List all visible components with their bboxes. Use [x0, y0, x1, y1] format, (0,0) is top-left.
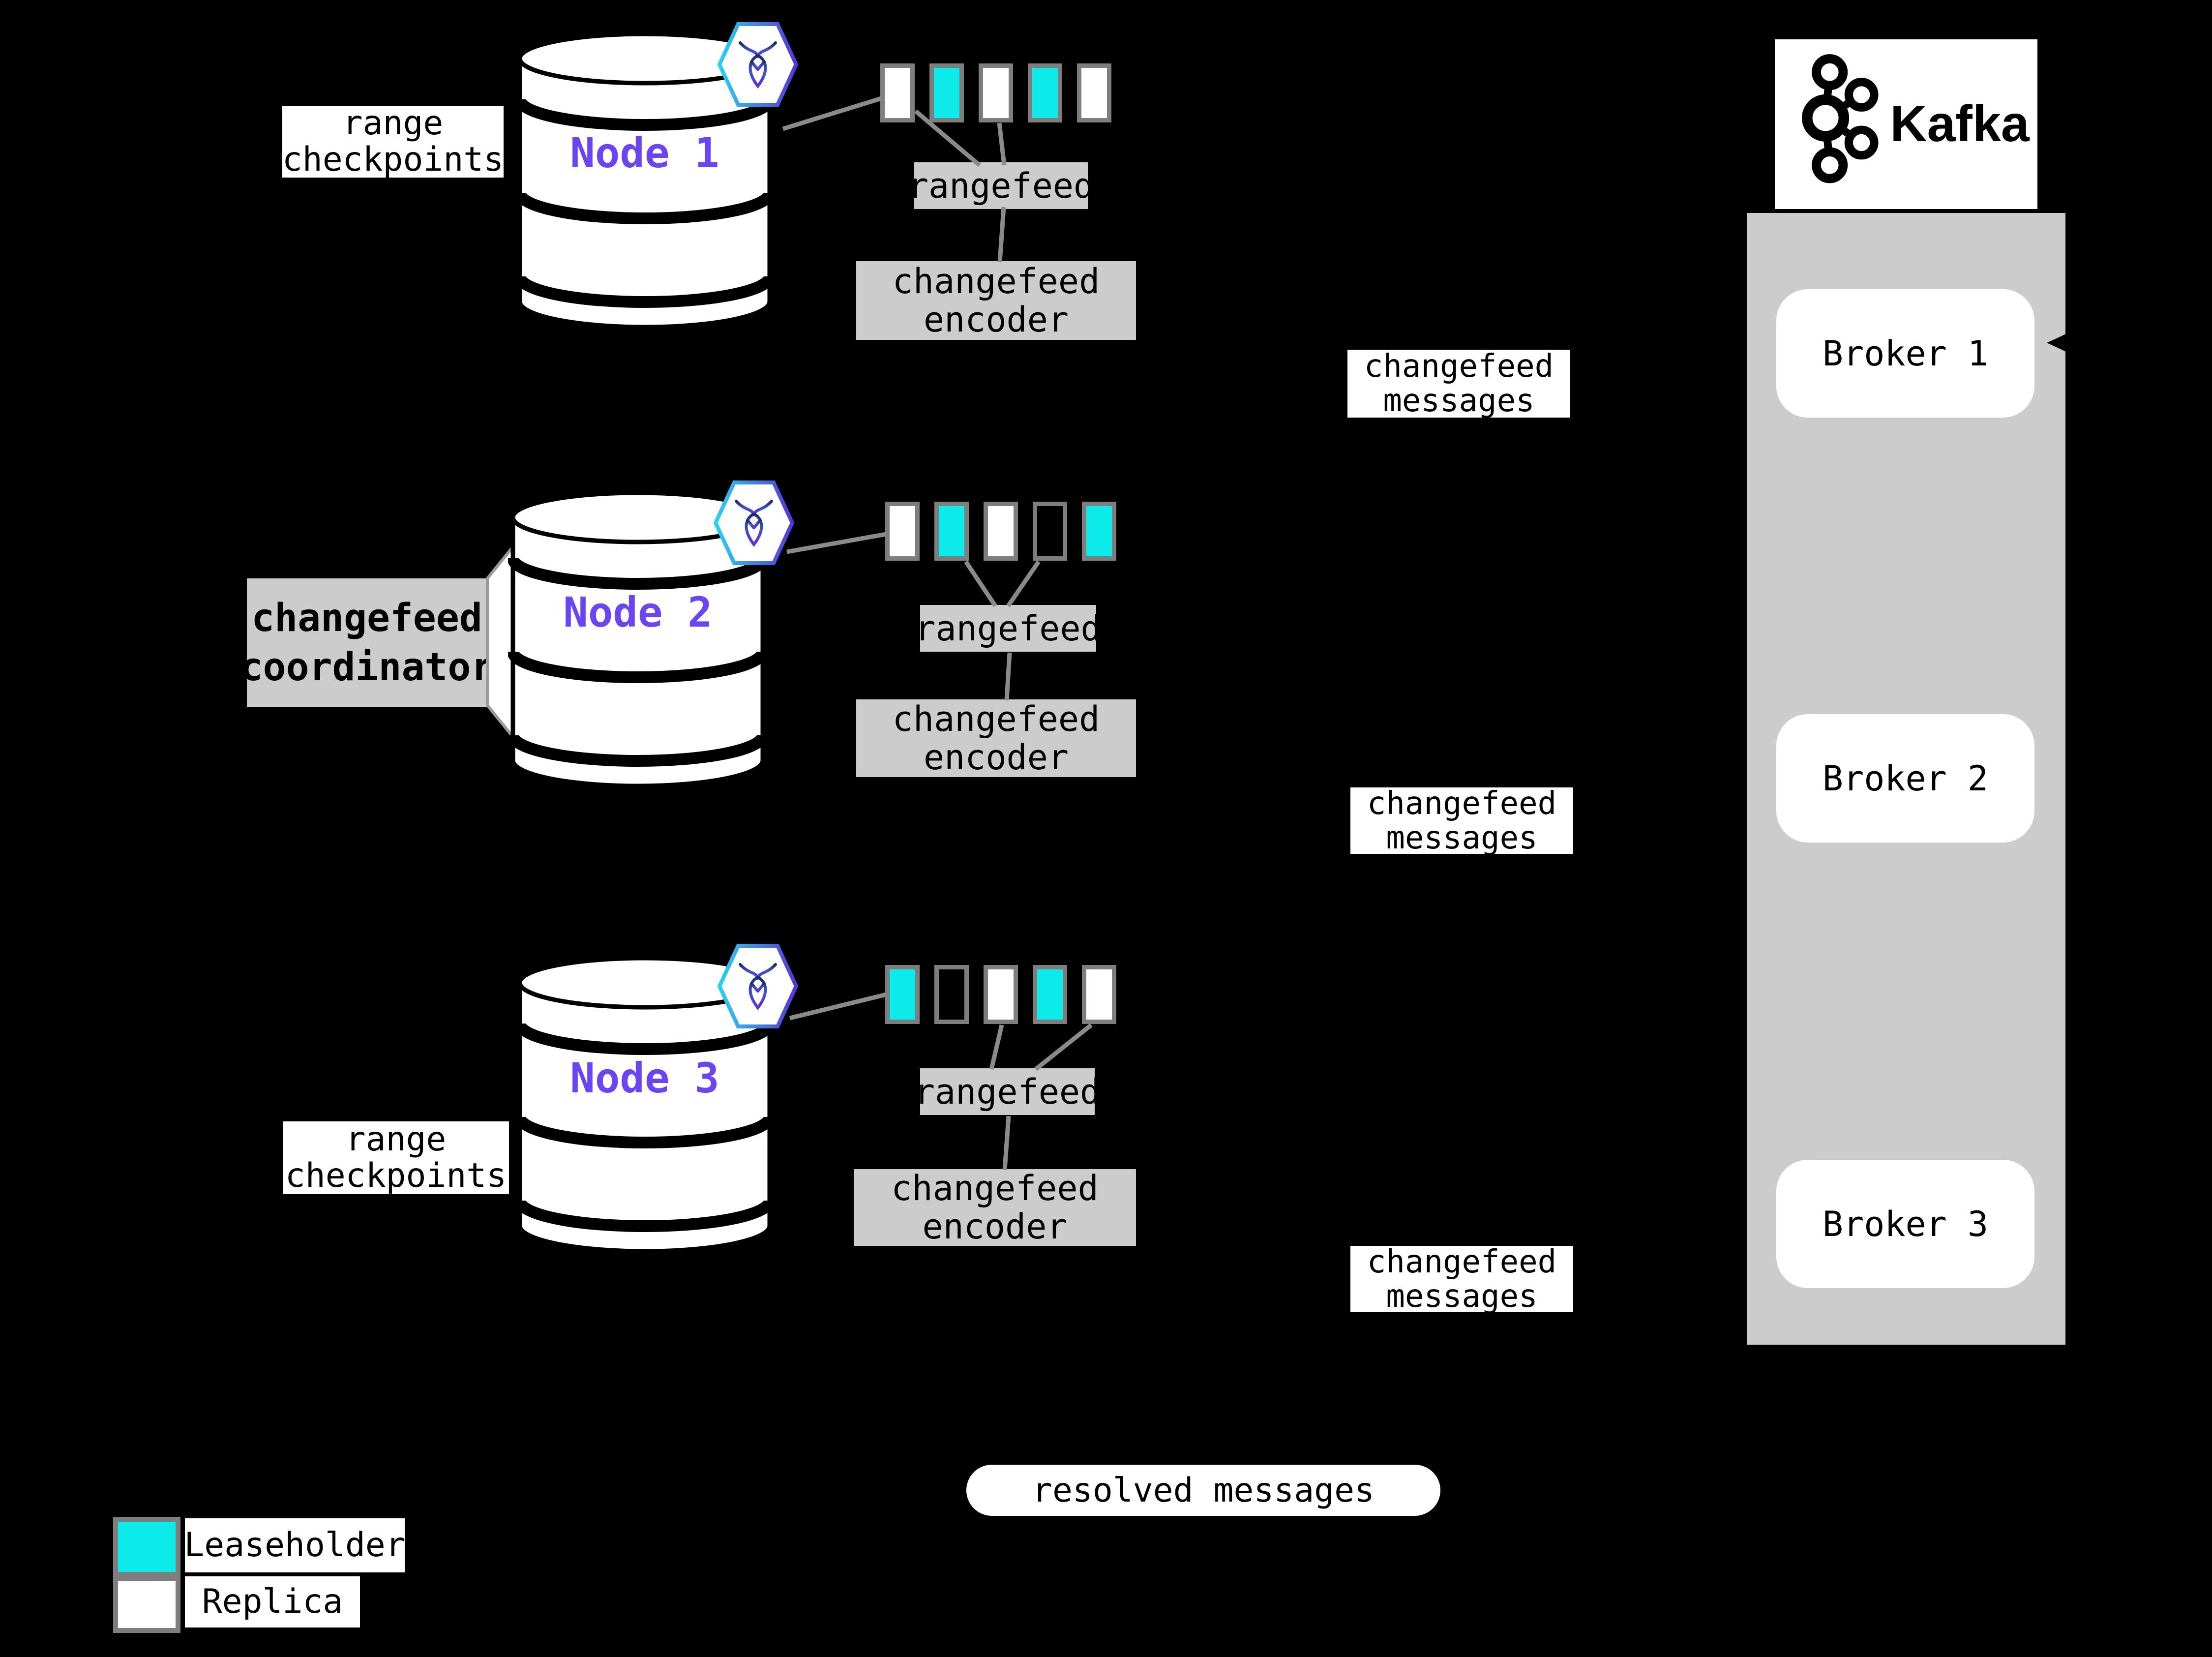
range-square-leaseholder — [1028, 63, 1062, 122]
database-cylinder-icon — [515, 956, 775, 1254]
changefeed-messages-label-3: changefeed messages — [1350, 1243, 1573, 1315]
rangefeed-box-3: rangefeed — [914, 1068, 1101, 1115]
broker-label: Broker 3 — [1822, 1204, 1989, 1244]
range-square-replica — [984, 502, 1018, 561]
node-1-ranges-row — [880, 63, 1111, 122]
arrowhead-left-icon — [2047, 331, 2071, 354]
changefeed-encoder-box-3: changefeed encoder — [854, 1169, 1136, 1246]
node-2-label: Node 2 — [563, 588, 713, 636]
broker-1-box: Broker 1 — [1776, 289, 2034, 418]
range-square-leaseholder — [934, 502, 969, 561]
rangefeed-box-2: rangefeed — [915, 605, 1102, 652]
cockroachdb-hexagon-icon — [713, 481, 795, 565]
legend-replica-text: Replica — [202, 1582, 343, 1621]
rangefeed-box-1: rangefeed — [908, 162, 1094, 209]
changefeed-encoder-text: changefeed encoder — [892, 261, 1100, 340]
kafka-logo-icon — [1802, 54, 1879, 183]
changefeed-messages-label-2: changefeed messages — [1350, 785, 1573, 856]
cockroachdb-hexagon-icon — [717, 22, 799, 107]
range-square-replica — [885, 502, 920, 561]
changefeed-encoder-text: changefeed encoder — [891, 1168, 1099, 1247]
range-checkpoints-label-bottom: range checkpoints — [283, 1121, 509, 1194]
broker-2-box: Broker 2 — [1776, 714, 2034, 843]
broker-label: Broker 2 — [1822, 758, 1989, 799]
legend-replica-swatch — [113, 1576, 180, 1633]
node-1-label: Node 1 — [570, 129, 719, 177]
range-square-replica — [979, 63, 1013, 122]
broker-label: Broker 1 — [1822, 333, 1989, 374]
range-checkpoints-text: range checkpoints — [285, 1120, 507, 1195]
rangefeed-text: rangefeed — [914, 1071, 1101, 1112]
changefeed-encoder-box-2: changefeed encoder — [856, 699, 1136, 777]
legend-replica-label: Replica — [185, 1576, 360, 1627]
node-3-label: Node 3 — [570, 1054, 719, 1102]
changefeed-messages-text: changefeed messages — [1367, 1243, 1557, 1315]
range-square-empty — [1033, 502, 1067, 561]
range-square-replica — [984, 965, 1018, 1024]
range-square-replica — [880, 63, 915, 122]
changefeed-coordinator-text: changefeed coordinator — [239, 596, 494, 690]
resolved-messages-text: resolved messages — [1032, 1471, 1375, 1510]
range-checkpoints-label-top: range checkpoints — [282, 104, 504, 179]
changefeed-encoder-text: changefeed encoder — [892, 699, 1100, 778]
changefeed-messages-text: changefeed messages — [1367, 785, 1557, 856]
changefeed-messages-text: changefeed messages — [1364, 348, 1554, 419]
range-square-empty — [934, 965, 969, 1024]
changefeed-coordinator-callout: changefeed coordinator — [240, 578, 494, 707]
resolved-messages-pill: resolved messages — [966, 1465, 1440, 1516]
range-square-replica — [1077, 63, 1111, 122]
legend-leaseholder-swatch — [113, 1517, 180, 1577]
rangefeed-text: rangefeed — [915, 608, 1102, 649]
node-2-ranges-row — [885, 502, 1116, 561]
broker-3-box: Broker 3 — [1776, 1160, 2034, 1288]
cockroachdb-hexagon-icon — [717, 944, 799, 1028]
kafka-logo-box: Kafka — [1775, 39, 2037, 209]
node-3-ranges-row — [885, 965, 1116, 1024]
range-square-replica — [1082, 965, 1116, 1024]
range-square-leaseholder — [885, 965, 920, 1024]
database-cylinder-icon — [508, 490, 768, 788]
range-square-leaseholder — [1033, 965, 1067, 1024]
range-square-leaseholder — [1082, 502, 1116, 561]
rangefeed-text: rangefeed — [907, 165, 1095, 206]
legend-leaseholder-text: Leaseholder — [184, 1526, 406, 1565]
changefeed-messages-label-1: changefeed messages — [1347, 348, 1570, 419]
range-checkpoints-text: range checkpoints — [282, 104, 504, 179]
legend-leaseholder-label: Leaseholder — [184, 1518, 406, 1572]
changefeed-encoder-box-1: changefeed encoder — [856, 261, 1136, 340]
range-square-leaseholder — [929, 63, 964, 122]
kafka-wordmark: Kafka — [1890, 95, 2030, 152]
